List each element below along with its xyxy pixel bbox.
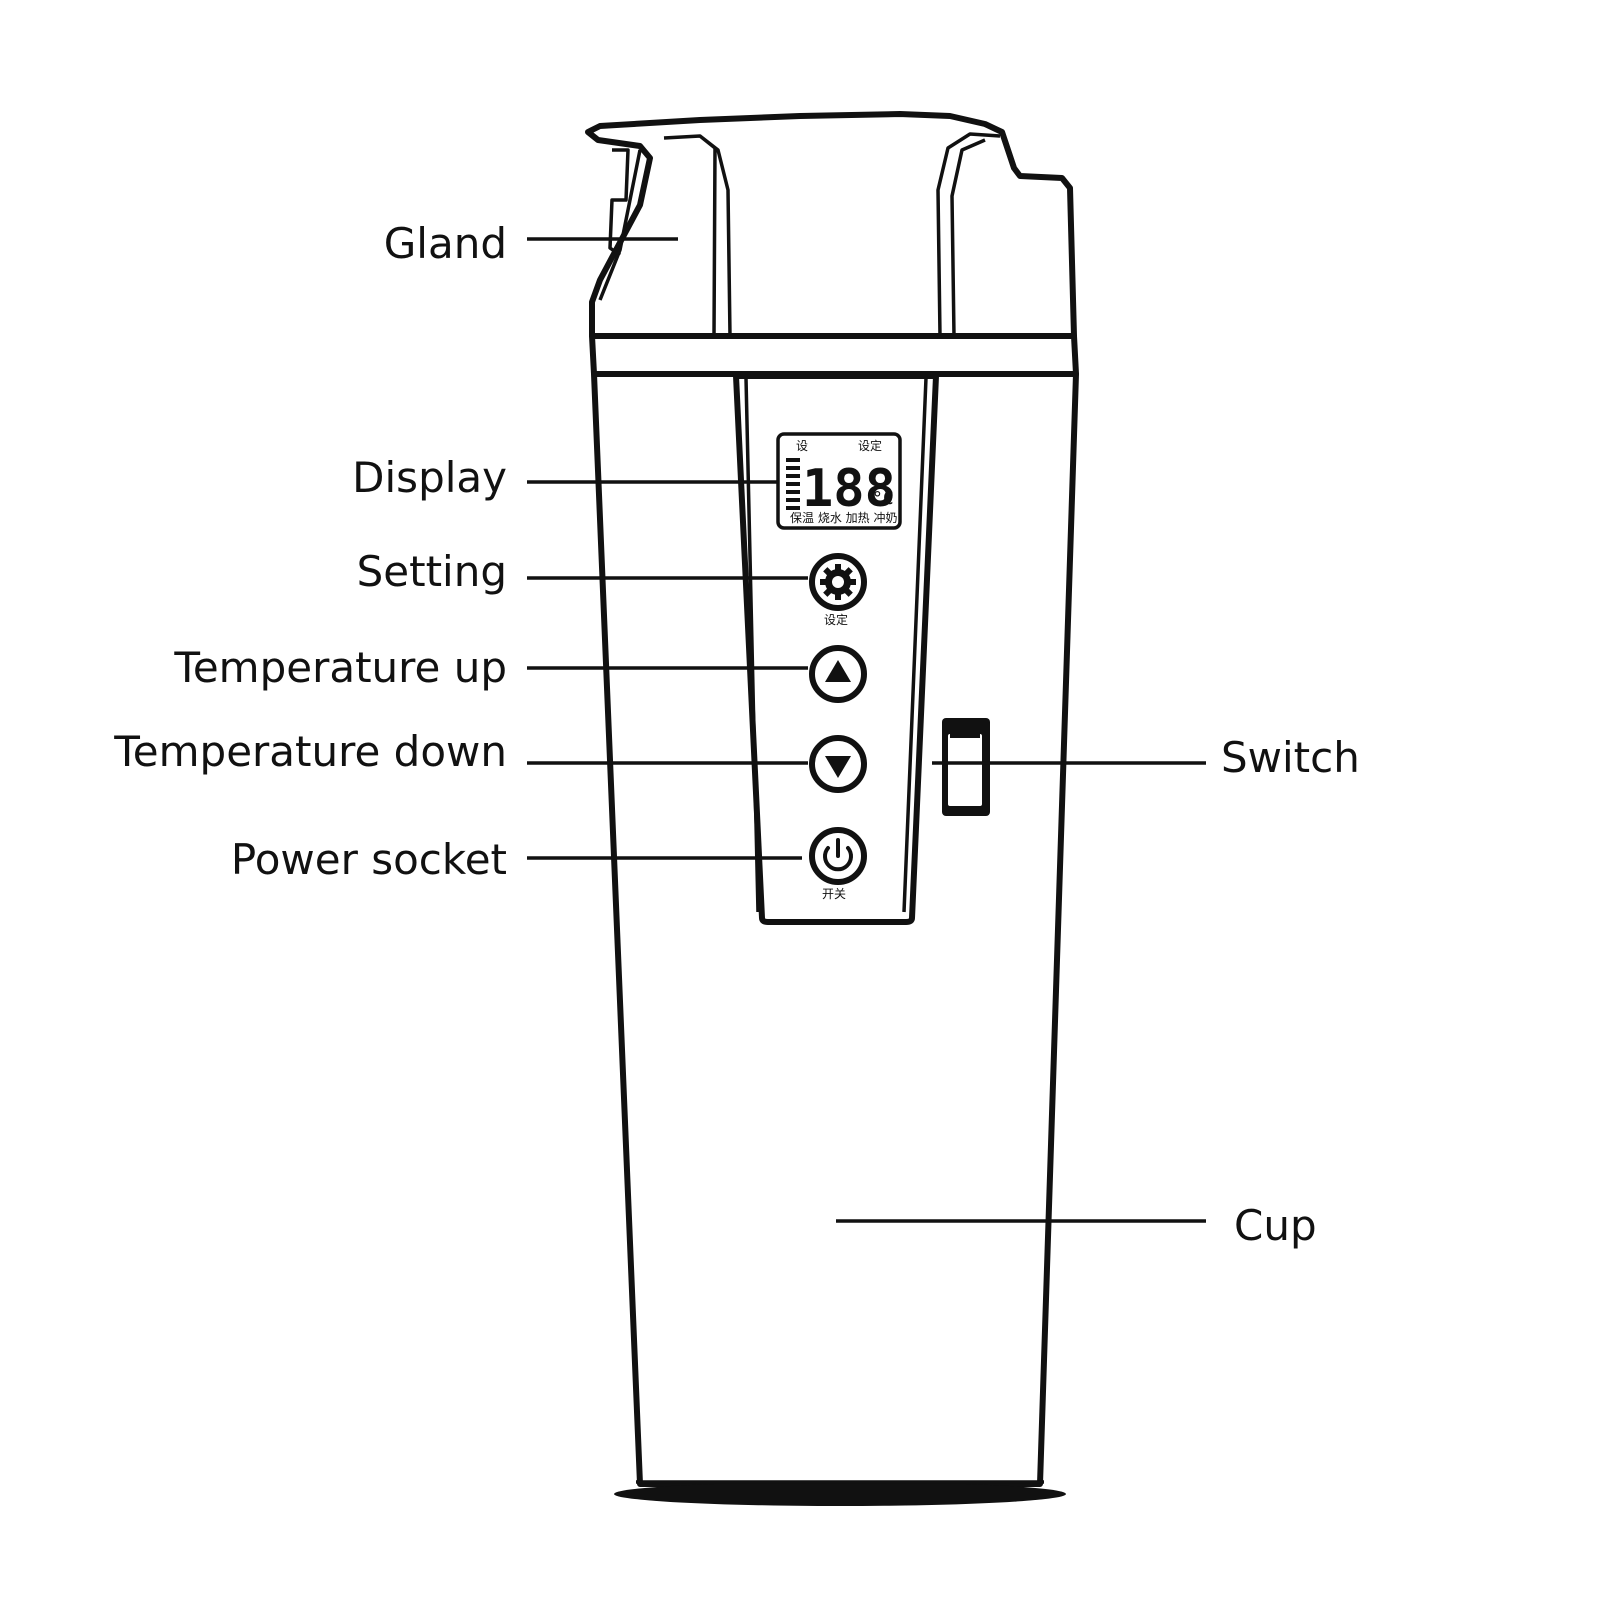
gear-icon <box>820 564 856 600</box>
setting-label: Setting <box>357 547 507 596</box>
temperature-down-button[interactable] <box>809 735 867 793</box>
power-icon <box>823 838 853 872</box>
triangle-up-icon <box>825 660 851 682</box>
labels: Gland Display Setting Temperature up Tem… <box>113 219 1360 1250</box>
gland-spout <box>598 148 642 301</box>
lcd-unit: °C <box>872 488 894 509</box>
side-switch[interactable] <box>942 718 990 816</box>
lcd-top-right-text: 设定 <box>858 438 882 453</box>
gland-left-rib <box>663 134 732 337</box>
cup-illustration: 设 设定 188 °C 保温 烧水 加热 冲奶 设定 <box>585 111 1079 1506</box>
setting-button[interactable]: 设定 <box>809 553 867 627</box>
collar-band <box>589 333 1079 377</box>
power-socket-label: Power socket <box>231 835 507 884</box>
lcd-digits: 188 <box>802 459 896 519</box>
lcd-top-left-text: 设 <box>796 439 808 453</box>
temperature-up-button[interactable] <box>809 645 867 703</box>
setting-caption: 设定 <box>824 612 848 627</box>
control-panel-inner <box>744 377 928 913</box>
leader-lines <box>527 237 1206 1223</box>
gland-right-rib <box>936 132 1001 337</box>
cup-base <box>614 1482 1066 1506</box>
gland-label: Gland <box>384 219 507 268</box>
power-caption: 开关 <box>822 887 846 901</box>
lcd-display: 设 设定 188 °C 保温 烧水 加热 冲奶 <box>776 432 902 530</box>
control-panel <box>733 373 939 925</box>
switch-label: Switch <box>1221 733 1360 782</box>
cup-body <box>591 371 1079 1487</box>
power-button[interactable]: 开关 <box>809 827 867 901</box>
gland-lid <box>585 111 1077 339</box>
lcd-bottom-text: 保温 烧水 加热 冲奶 <box>790 510 897 525</box>
display-label: Display <box>352 453 507 502</box>
lcd-level-bars <box>786 458 800 510</box>
cup-label: Cup <box>1234 1201 1317 1250</box>
temperature-down-label: Temperature down <box>113 727 507 776</box>
triangle-down-icon <box>825 756 851 778</box>
temperature-up-label: Temperature up <box>173 643 507 692</box>
